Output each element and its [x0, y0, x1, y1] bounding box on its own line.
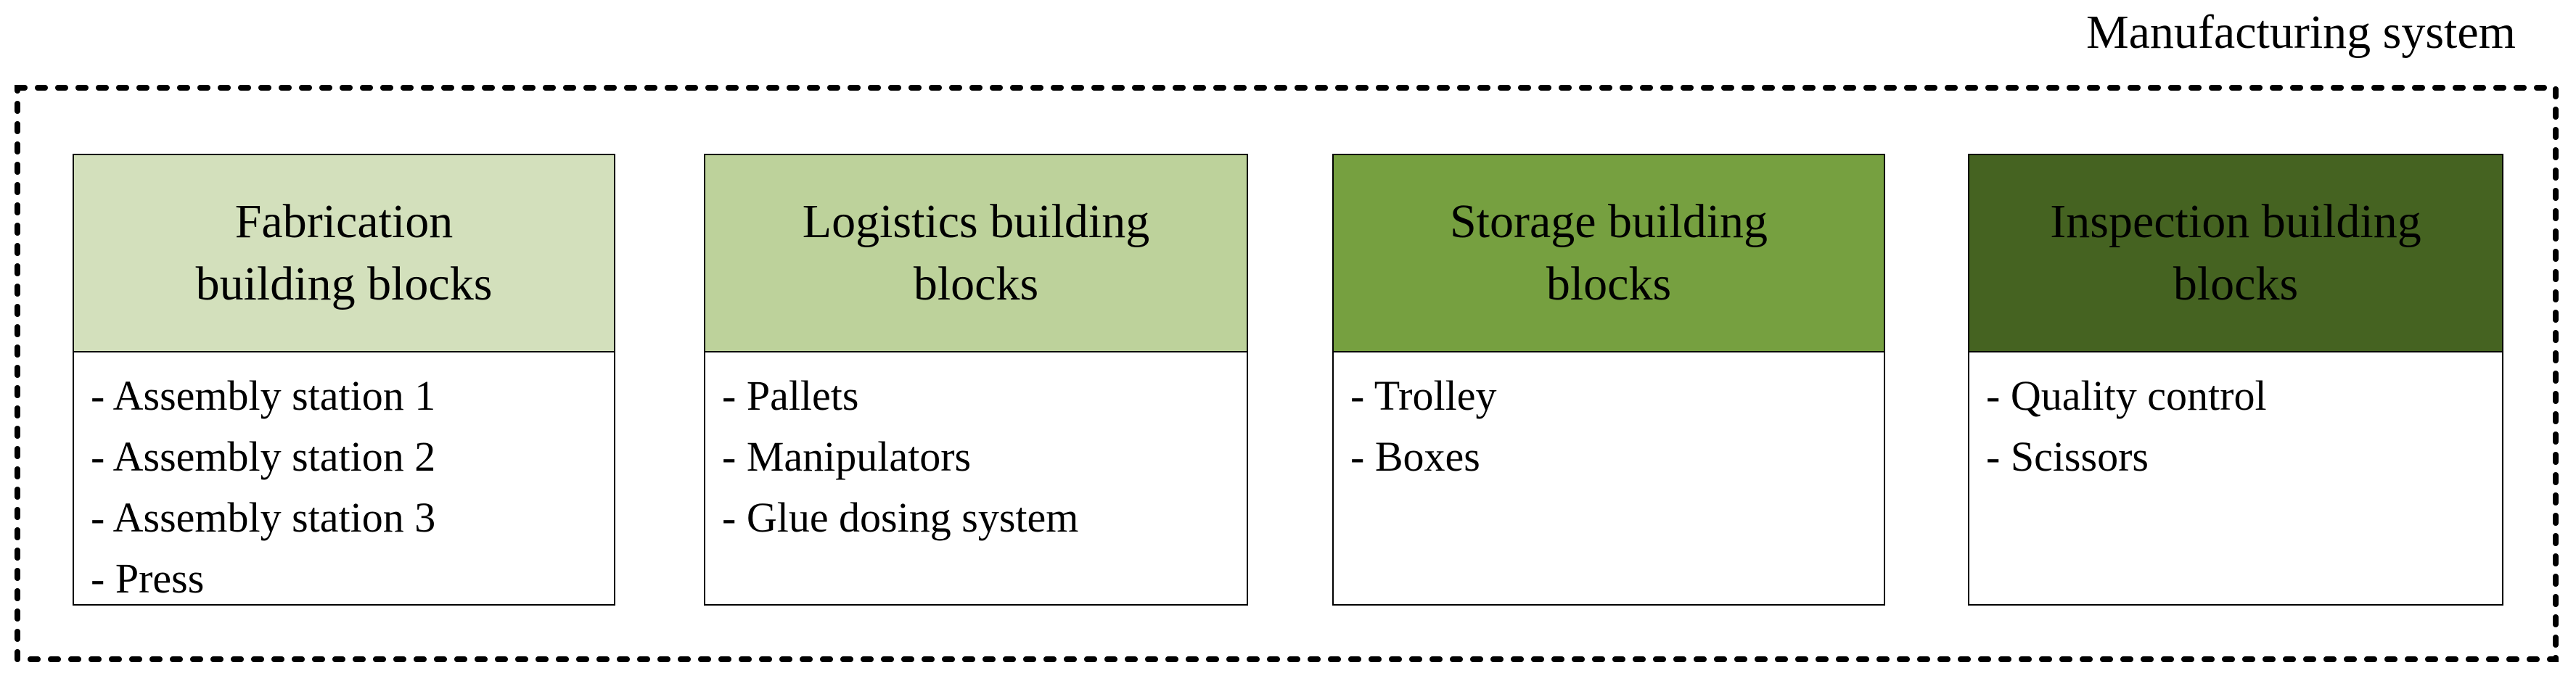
block-items-fabrication: - Assembly station 1 - Assembly station 2… [74, 352, 614, 609]
list-item: - Trolley [1350, 372, 1497, 419]
block-header-inspection: Inspection building blocks [1969, 155, 2502, 352]
block-header-fabrication: Fabrication building blocks [74, 155, 614, 352]
list-item: - Assembly station 1 [91, 372, 436, 419]
list-item: - Scissors [1986, 433, 2149, 480]
list-item: - Manipulators [722, 433, 972, 480]
block-items-storage: - Trolley - Boxes [1334, 352, 1884, 604]
list-item: - Press [91, 555, 205, 602]
list-item: - Glue dosing system [722, 494, 1079, 541]
block-items-inspection: - Quality control - Scissors [1969, 352, 2502, 604]
block-header-storage: Storage building blocks [1334, 155, 1884, 352]
block-logistics: Logistics building blocks - Pallets - Man… [704, 154, 1248, 606]
block-storage: Storage building blocks - Trolley - Boxes [1332, 154, 1885, 606]
list-item: - Assembly station 3 [91, 494, 436, 541]
diagram-title: Manufacturing system [2085, 6, 2516, 59]
block-header-logistics: Logistics building blocks [705, 155, 1247, 352]
list-item: - Pallets [722, 372, 859, 419]
list-item: - Boxes [1350, 433, 1480, 480]
list-item: - Quality control [1986, 372, 2267, 419]
list-item: - Assembly station 2 [91, 433, 436, 480]
block-fabrication: Fabrication building blocks - Assembly s… [73, 154, 615, 606]
block-items-logistics: - Pallets - Manipulators - Glue dosing sys… [705, 352, 1247, 604]
block-inspection: Inspection building blocks - Quality con… [1968, 154, 2503, 606]
dashed-border-rect [15, 85, 2559, 662]
